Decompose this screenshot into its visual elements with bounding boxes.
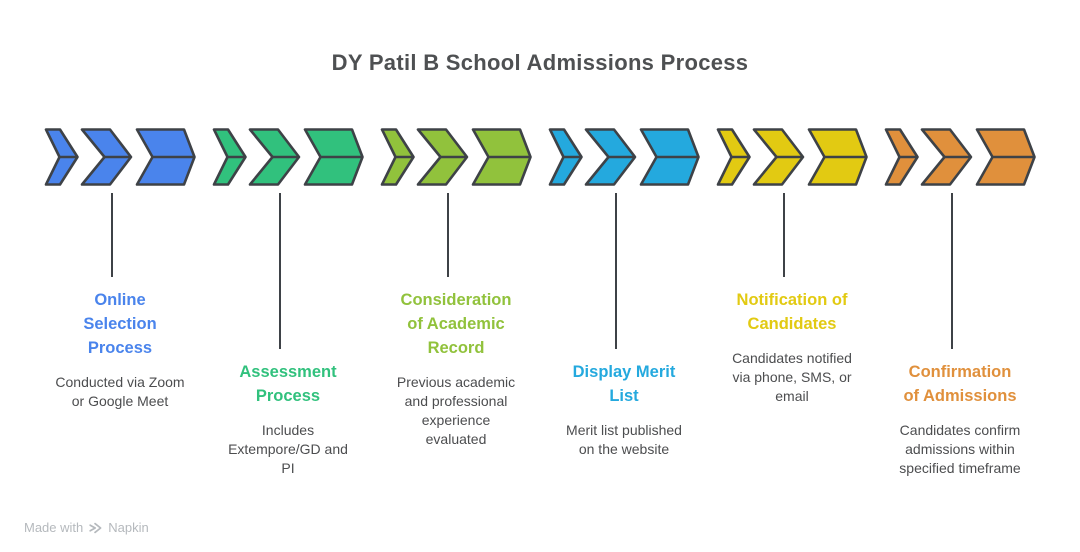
chevron-arrows-icon	[716, 128, 868, 186]
step-title: Confirmation of Admissions	[903, 363, 1017, 405]
step-description: Merit list published on the website	[566, 422, 682, 457]
steps-row: Online Selection Process Conducted via Z…	[36, 128, 1044, 478]
step-title: Assessment Process	[239, 363, 337, 405]
step-title: Online Selection Process	[83, 291, 157, 357]
step-title: Notification of Candidates	[736, 291, 848, 333]
step-title: Display Merit List	[572, 363, 676, 405]
connector-line	[279, 193, 281, 349]
step-title: Consideration of Academic Record	[400, 291, 512, 357]
step-consideration-of-academic-record: Consideration of Academic Record Previou…	[372, 128, 540, 478]
step-display-merit-list: Display Merit List Merit list published …	[540, 128, 708, 478]
connector-line	[615, 193, 617, 349]
napkin-brand-label: Napkin	[108, 520, 149, 535]
chevron-arrows-icon	[380, 128, 532, 186]
step-description: Candidates confirm admissions within spe…	[899, 422, 1021, 476]
step-assessment-process: Assessment Process Includes Extempore/GD…	[204, 128, 372, 478]
chevron-arrows-icon	[212, 128, 364, 186]
step-online-selection-process: Online Selection Process Conducted via Z…	[36, 128, 204, 478]
chevron-arrows-icon	[884, 128, 1036, 186]
step-description: Candidates notified via phone, SMS, or e…	[732, 350, 852, 404]
connector-line	[111, 193, 113, 277]
footer-credit: Made with Napkin	[24, 520, 149, 535]
chevron-arrows-icon	[548, 128, 700, 186]
chevron-arrows-icon	[44, 128, 196, 186]
connector-line	[783, 193, 785, 277]
napkin-logo-icon	[89, 522, 102, 533]
diagram-title: DY Patil B School Admissions Process	[331, 50, 749, 75]
step-confirmation-of-admissions: Confirmation of Admissions Candidates co…	[876, 128, 1044, 478]
connector-line	[447, 193, 449, 277]
step-description: Previous academic and professional exper…	[396, 374, 516, 447]
step-description: Includes Extempore/GD and PI	[228, 422, 348, 476]
step-notification-of-candidates: Notification of Candidates Candidates no…	[708, 128, 876, 478]
connector-line	[951, 193, 953, 349]
made-with-label: Made with	[24, 520, 84, 535]
step-description: Conducted via Zoom or Google Meet	[55, 374, 185, 409]
